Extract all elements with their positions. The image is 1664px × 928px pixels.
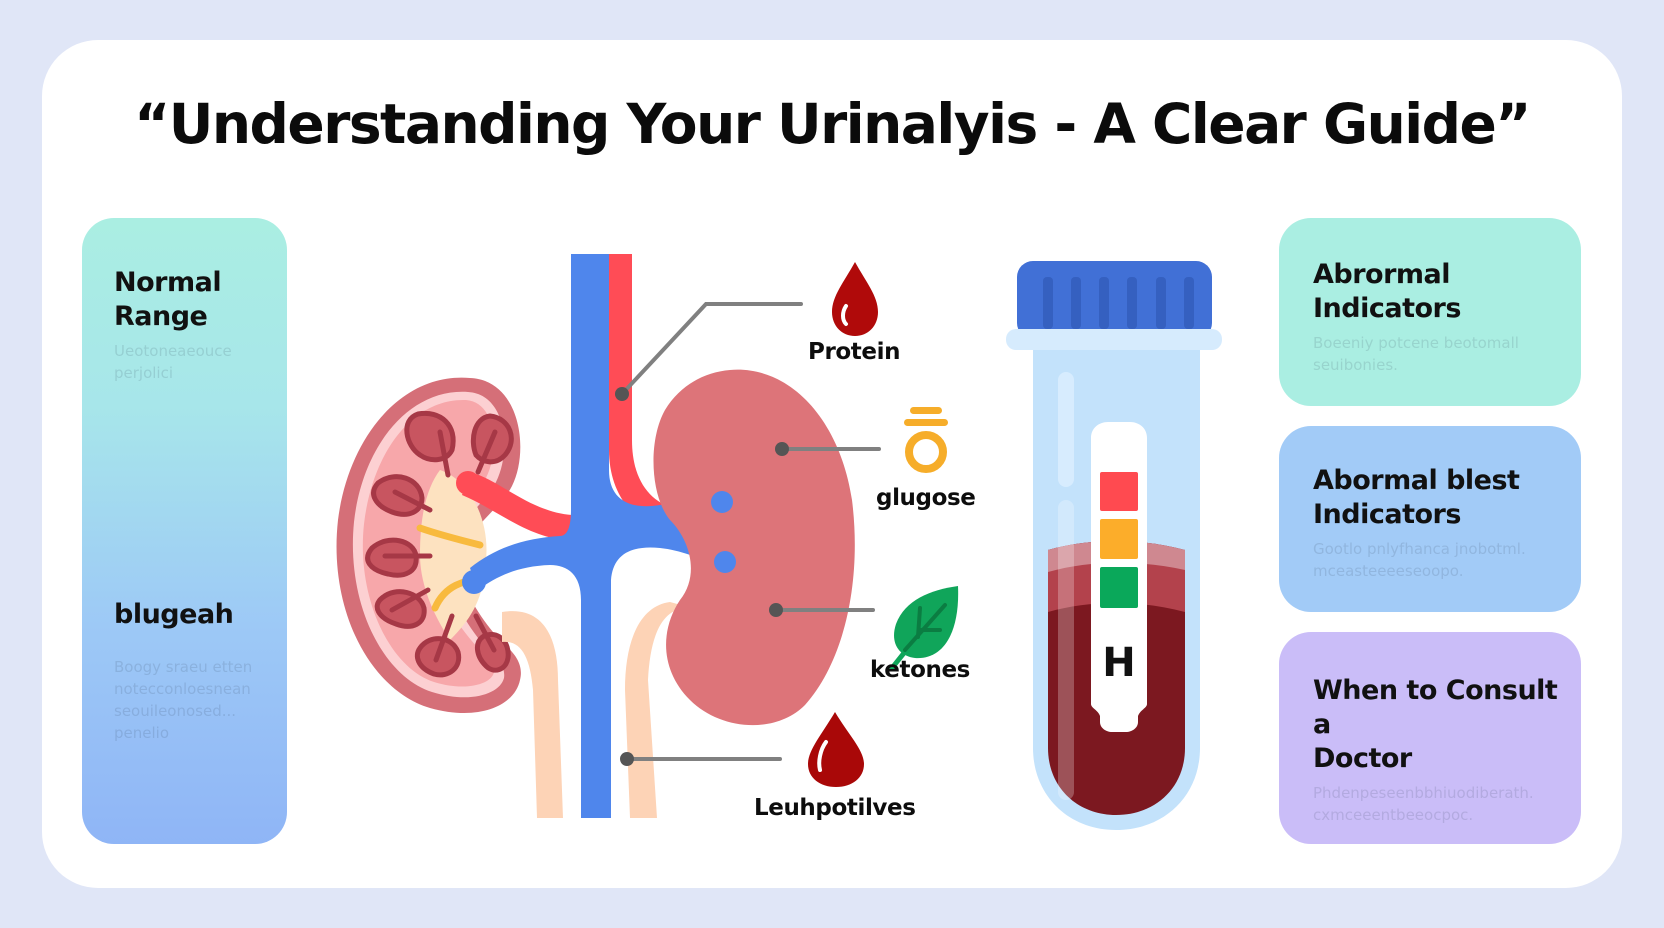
leukocytes-label: Leuhpotilves xyxy=(754,795,916,821)
kidney-right-icon xyxy=(653,369,855,726)
artery xyxy=(456,254,724,540)
blugeah-heading: blugeah xyxy=(114,599,234,630)
protein-label: Protein xyxy=(808,339,901,365)
abnormal-blest-indicators-heading: Abormal blest Indicators xyxy=(1313,465,1520,530)
consult-doctor-body: Phdenpeseenbbhiuodiberath. cxmceeentbeeo… xyxy=(1313,784,1534,824)
strip-pad-red xyxy=(1100,472,1138,511)
test-strip-letter: H xyxy=(1102,640,1136,686)
abnormal-blest-indicators-card: Abormal blest Indicators Gootlo pnlyfhan… xyxy=(1279,426,1581,612)
abnormal-indicators-body: Boeeniy potcene beotomall seuibonies. xyxy=(1313,334,1519,374)
ureters xyxy=(502,602,692,818)
strip-pad-green xyxy=(1100,567,1138,608)
protein-blood-drop-icon xyxy=(832,262,878,336)
kidney-cross-section-icon xyxy=(336,377,521,714)
normal-range-heading: Normal Range xyxy=(114,267,222,332)
ketones-label: ketones xyxy=(870,657,970,683)
consult-doctor-heading: When to Consult a Doctor xyxy=(1313,675,1558,774)
consult-doctor-card: When to Consult a Doctor Phdenpeseenbbhi… xyxy=(1279,632,1581,844)
abnormal-blest-indicators-body: Gootlo pnlyfhanca jnobotml. mceasteeeese… xyxy=(1313,540,1526,580)
abnormal-indicators-heading: Abrormal Indicators xyxy=(1313,259,1461,324)
leukocytes-blood-drop-icon xyxy=(808,712,864,787)
normal-range-body: Ueotoneaeouce perjolici xyxy=(114,342,232,382)
leader-lines xyxy=(620,302,881,761)
ketones-leaf-icon xyxy=(889,586,959,671)
normal-range-section: Normal Range Ueotoneaeouce perjolici xyxy=(114,266,275,384)
abnormal-indicators-card: Abrormal Indicators Boeeniy potcene beot… xyxy=(1279,218,1581,406)
test-tube-icon xyxy=(1006,261,1222,830)
strip-pad-orange xyxy=(1100,519,1138,559)
blugeah-body: Boogy sraeu etten notecconloesnean seoui… xyxy=(114,658,253,742)
blugeah-section: blugeah Boogy sraeu etten notecconloesne… xyxy=(114,598,275,744)
normal-range-card: Normal Range Ueotoneaeouce perjolici blu… xyxy=(82,218,287,844)
glucose-ring-icon xyxy=(904,407,948,473)
page-title: “Understanding Your Urinalyis - A Clear … xyxy=(134,92,1531,156)
glucose-label: glugose xyxy=(876,485,976,511)
